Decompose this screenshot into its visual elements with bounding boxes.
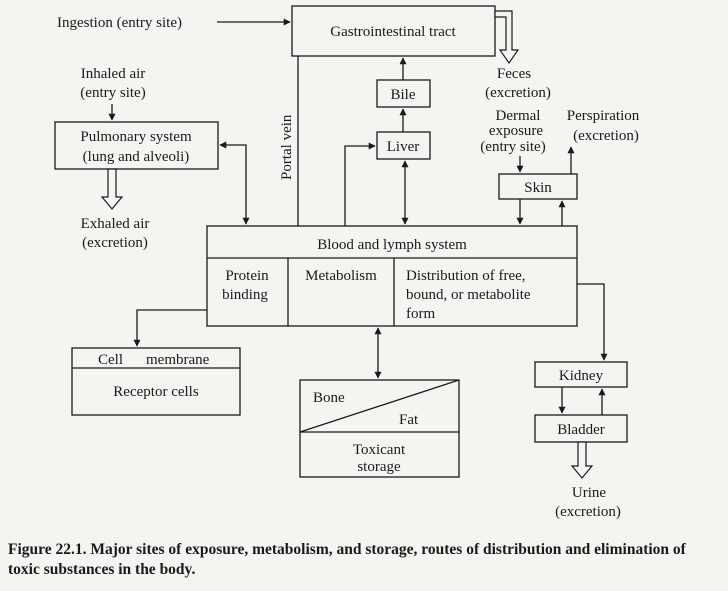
ingestion-label: Ingestion (entry site): [57, 15, 182, 31]
perspiration-excretion-label: (excretion): [573, 128, 639, 144]
kidney-box: [534, 361, 628, 388]
portal-vein-label: Portal vein: [279, 114, 295, 180]
pulmonary-sub-label: (lung and alveoli): [83, 149, 190, 165]
metabolism-label: Metabolism: [305, 268, 377, 284]
distribution-label-1: Distribution of free,: [406, 268, 526, 284]
dermal-label: Dermal: [496, 108, 541, 124]
receptor-cells-label: Receptor cells: [113, 384, 199, 400]
toxicant-pathway-diagram: Ingestion (entry site) Gastrointestinal …: [54, 5, 640, 520]
feces-arrow: [494, 10, 520, 65]
skin-label: Skin: [524, 180, 552, 196]
blood-lymph-box: [206, 225, 578, 327]
dermal-exposure-label: exposure: [489, 123, 543, 139]
urine-label: Urine: [572, 485, 606, 501]
liver-label: Liver: [387, 139, 419, 155]
feces-excretion-label: (excretion): [485, 85, 551, 101]
dermal-entry-label: (entry site): [480, 139, 545, 155]
distribution-label-3: form: [406, 306, 435, 322]
storage-label: storage: [357, 459, 401, 475]
skin-box: [498, 173, 578, 200]
membrane-label: membrane: [146, 352, 210, 368]
bile-label: Bile: [391, 87, 416, 103]
urine-arrow: [570, 441, 594, 479]
exhaled-excretion-label: (excretion): [82, 235, 148, 251]
protein-label: Protein: [225, 268, 269, 284]
feces-label: Feces: [497, 66, 531, 82]
gi-tract-label: Gastrointestinal tract: [330, 24, 456, 40]
fat-label: Fat: [399, 412, 419, 428]
gi-tract-box: [291, 5, 496, 57]
figure-caption: Figure 22.1. Major sites of exposure, me…: [8, 541, 686, 578]
pulmonary-box: [54, 121, 219, 170]
receptor-cells-box: [71, 347, 241, 416]
bladder-label: Bladder: [557, 422, 604, 438]
distribution-label-2: bound, or metabolite: [406, 287, 531, 303]
binding-label: binding: [222, 287, 268, 303]
inhaled-air-label: Inhaled air: [81, 66, 146, 82]
blood-lymph-label: Blood and lymph system: [317, 237, 467, 253]
bone-label: Bone: [313, 390, 345, 406]
urine-excretion-label: (excretion): [555, 504, 621, 520]
exhaled-air-label: Exhaled air: [81, 216, 150, 232]
exhaled-arrow: [100, 168, 124, 210]
pulmonary-label: Pulmonary system: [80, 129, 192, 145]
toxicant-label: Toxicant: [353, 442, 406, 458]
kidney-label: Kidney: [559, 368, 604, 384]
toxicant-storage-box: [299, 379, 460, 478]
inhaled-entry-label: (entry site): [80, 85, 145, 101]
cell-label: Cell: [98, 352, 123, 368]
perspiration-label: Perspiration: [567, 108, 640, 124]
